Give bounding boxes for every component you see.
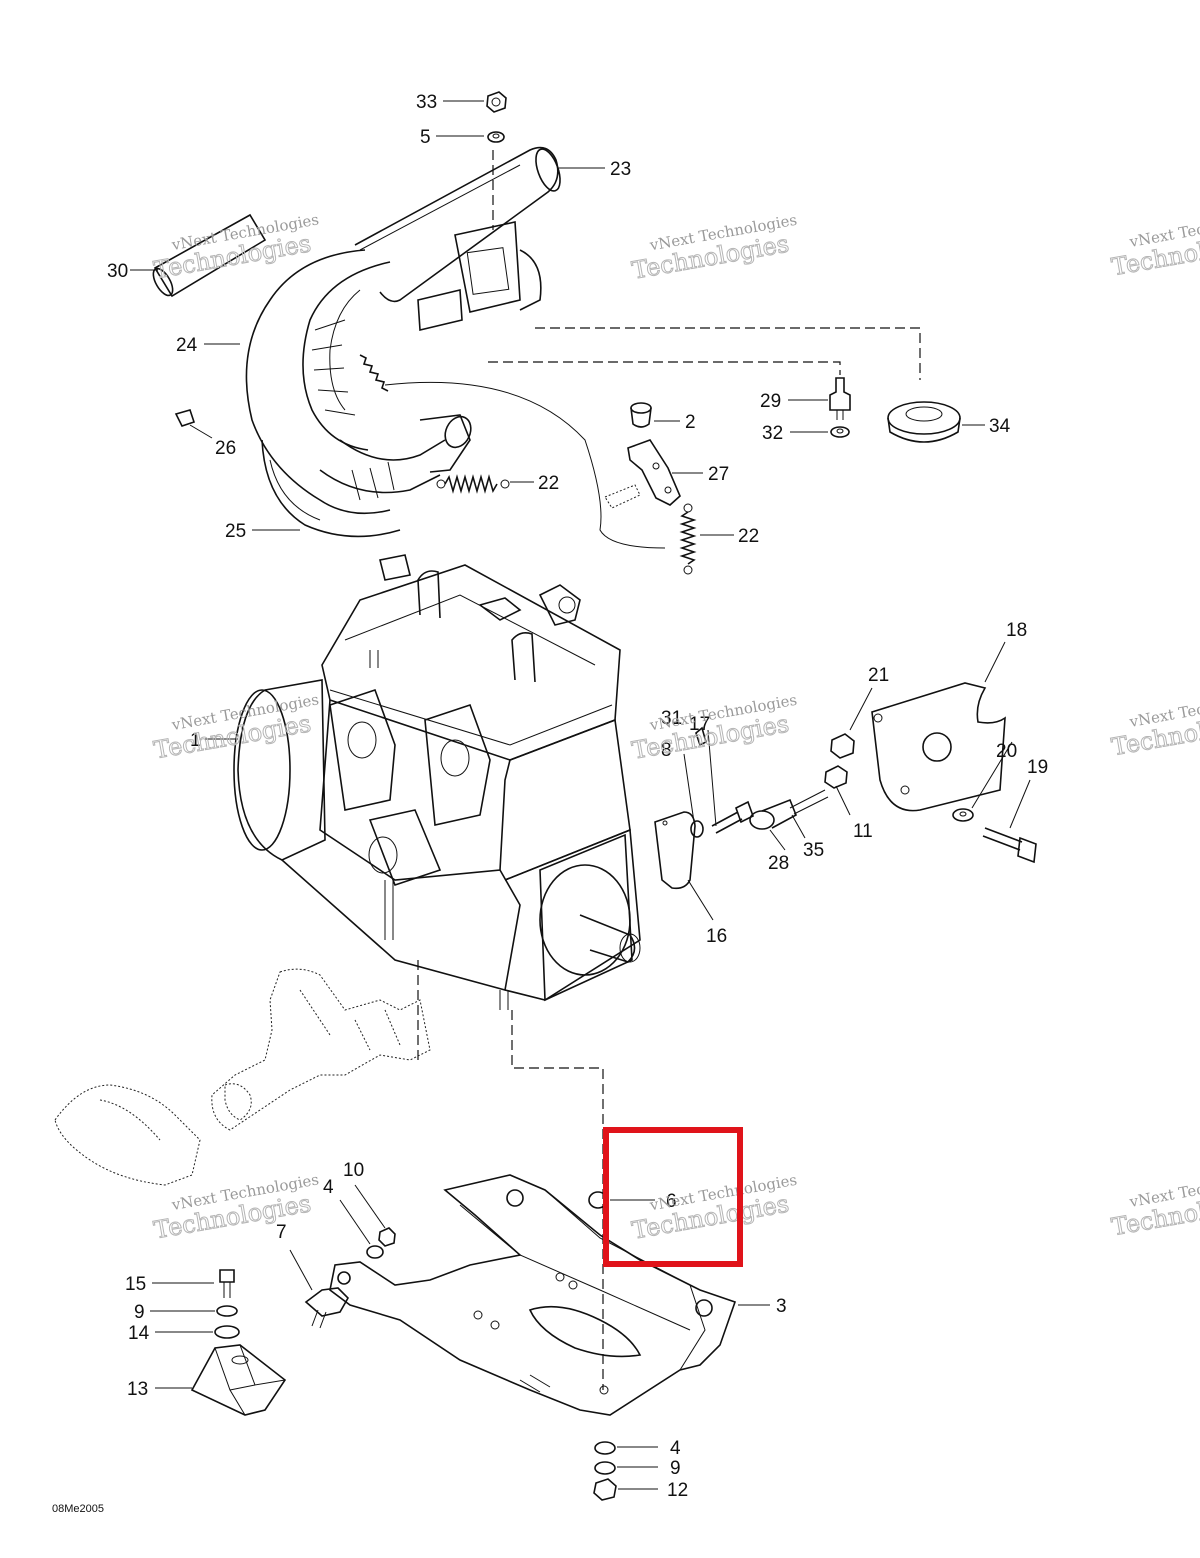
callout-4-upper: 4 [323, 1177, 334, 1198]
callout-12: 12 [667, 1480, 688, 1501]
bolt-19 [982, 827, 1037, 864]
stud-29 [829, 377, 851, 420]
exhaust-manifold-dotted [54, 968, 431, 1186]
callout-32: 32 [762, 423, 783, 444]
washer-4-upper [366, 1245, 384, 1259]
callout-15: 15 [125, 1274, 146, 1295]
callout-29: 29 [760, 391, 781, 412]
plate-16 [654, 811, 696, 890]
callout-26: 26 [215, 438, 236, 459]
callout-13: 13 [127, 1379, 148, 1400]
callout-3: 3 [776, 1296, 787, 1317]
callout-22-upper: 22 [538, 473, 559, 494]
callout-19: 19 [1027, 757, 1048, 778]
callout-27: 27 [708, 464, 729, 485]
nut-11 [824, 765, 848, 789]
bolt-17 [711, 800, 754, 834]
clip-31 [695, 726, 707, 747]
callout-9-left: 9 [134, 1302, 145, 1323]
exhaust-pipe-24 [245, 249, 472, 515]
callout-21: 21 [868, 665, 889, 686]
bolt-15 [219, 1269, 235, 1298]
spring-22-lower [679, 503, 697, 575]
callout-25: 25 [225, 521, 246, 542]
mount-13 [190, 1344, 287, 1416]
heat-shield-25 [261, 439, 401, 538]
engine-1 [233, 554, 641, 1010]
washer-9-left [216, 1305, 238, 1317]
rubber-mount-2 [630, 402, 652, 428]
washer-5 [487, 131, 505, 143]
highlight-box [603, 1127, 743, 1267]
nut-33 [486, 91, 507, 113]
washer-9-lower [594, 1461, 616, 1475]
callout-17: 17 [689, 714, 710, 735]
callout-2: 2 [685, 412, 696, 433]
callout-8: 8 [661, 740, 672, 761]
watermarks: vNext Technologies Technologies vNext Te… [151, 207, 1200, 1245]
callout-33: 33 [416, 92, 437, 113]
pin-28-35 [749, 789, 829, 830]
mount-7 [304, 1287, 349, 1329]
sleeve-30 [152, 213, 267, 298]
leader-lines [130, 100, 1031, 1490]
callout-6: 6 [666, 1191, 677, 1212]
diagram-code: 08Me2005 [52, 1503, 104, 1515]
grommet-34 [887, 401, 961, 443]
washer-20 [952, 808, 974, 822]
callout-31: 31 [661, 708, 682, 729]
callout-1: 1 [190, 730, 201, 751]
bracket-27 [627, 439, 681, 506]
nut-10 [378, 1227, 396, 1247]
spring-22-upper [436, 474, 510, 494]
callout-35: 35 [803, 840, 824, 861]
callout-14: 14 [128, 1323, 150, 1344]
clip-26 [174, 409, 196, 427]
washer-14 [214, 1325, 240, 1339]
bracket-18 [871, 682, 1006, 812]
washer-4-lower [594, 1441, 616, 1455]
washer-32 [830, 426, 850, 438]
callout-28: 28 [768, 853, 789, 874]
callout-10: 10 [343, 1160, 364, 1181]
callout-34: 34 [989, 416, 1011, 437]
callout-20: 20 [996, 741, 1017, 762]
muffler-23 [354, 146, 561, 331]
callout-11: 11 [853, 821, 873, 842]
nut-21 [830, 733, 855, 759]
bolt-near-27 [604, 484, 641, 509]
callout-22-lower: 22 [738, 526, 759, 547]
callout-7: 7 [276, 1222, 287, 1243]
callout-labels: 33 5 23 30 24 2 29 32 34 26 27 22 22 25 … [107, 92, 1048, 1501]
spring-on-pipe [359, 354, 389, 392]
callout-24: 24 [176, 335, 198, 356]
callout-9-lower: 9 [670, 1458, 681, 1479]
callout-23: 23 [610, 159, 631, 180]
washer-8 [690, 820, 704, 838]
callout-30: 30 [107, 261, 128, 282]
nut-12 [593, 1478, 617, 1501]
callout-16: 16 [706, 926, 727, 947]
callout-4-lower: 4 [670, 1438, 681, 1459]
callout-5: 5 [420, 127, 431, 148]
callout-18: 18 [1006, 620, 1027, 641]
